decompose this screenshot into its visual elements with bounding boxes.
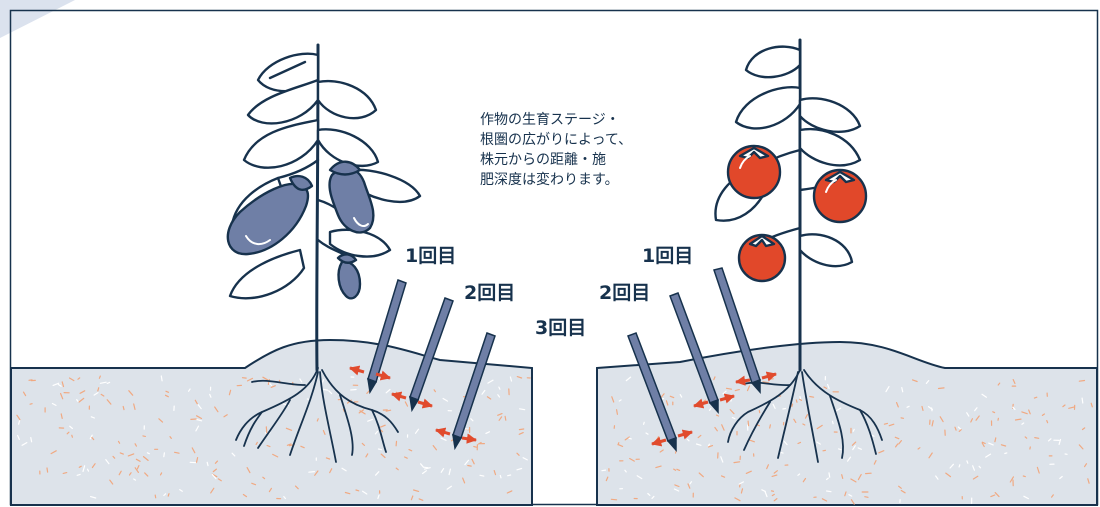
label-left-3: 3回目 xyxy=(535,317,586,339)
right-soil xyxy=(597,342,1097,505)
note-line-2: 根圏の広がりによって、 xyxy=(480,132,632,148)
left-soil xyxy=(11,340,532,505)
note-line-4: 肥深度は変わります。 xyxy=(480,171,619,188)
note-line-1: 作物の生育ステージ・ xyxy=(480,112,620,128)
note-text: 作物の生育ステージ・ 根圏の広がりによって、 株元からの距離・施 肥深度は変わり… xyxy=(480,112,632,188)
label-left-2: 2回目 xyxy=(464,282,515,304)
eggplant-leaves xyxy=(230,54,420,299)
label-right-1: 1回目 xyxy=(642,245,693,267)
note-line-3: 株元からの距離・施 xyxy=(480,151,606,168)
label-right-2: 2回目 xyxy=(599,282,650,304)
label-left-1: 1回目 xyxy=(405,245,456,267)
